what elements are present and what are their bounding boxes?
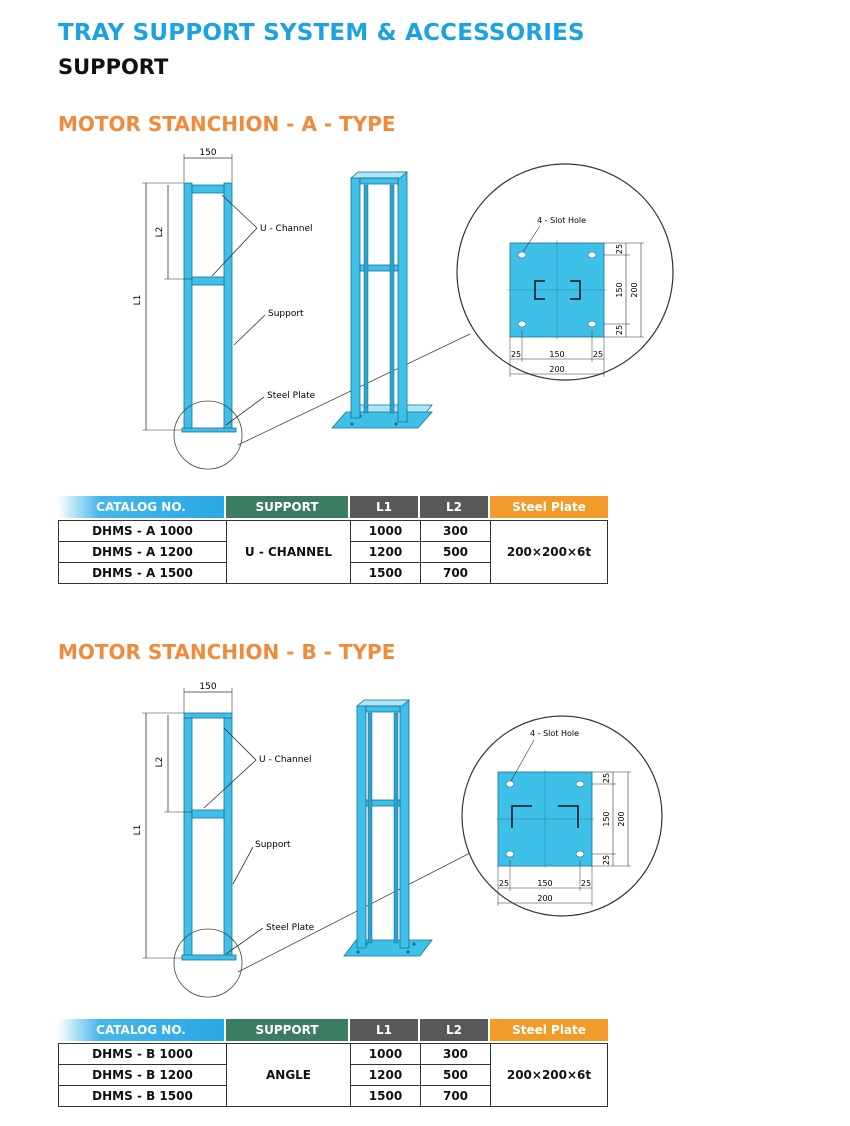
steel-plate-cell: 200×200×6t <box>506 1068 592 1082</box>
header-l1: L1 <box>350 1019 418 1041</box>
table-row: DHMS - B 1000 <box>92 1047 193 1061</box>
table-body: DHMS - B 1000 DHMS - B 1200 DHMS - B 150… <box>58 1043 608 1107</box>
dim-150-vertical: 150 <box>615 282 624 297</box>
dim-150-horizontal: 150 <box>549 350 564 359</box>
dim-200-vertical: 200 <box>617 811 626 826</box>
header-support: SUPPORT <box>226 496 348 518</box>
front-view-a: 150 L1 L2 U - Channel Support Steel Plat… <box>133 148 471 470</box>
header-catalog: CATALOG NO. <box>58 496 224 518</box>
table-row: DHMS - B 1500 <box>92 1089 193 1103</box>
dim-25-top: 25 <box>602 773 611 783</box>
steel-plate-cell: 200×200×6t <box>506 545 592 559</box>
dim-25-bottom: 25 <box>615 325 624 335</box>
dim-25-top: 25 <box>615 244 624 254</box>
table-row: DHMS - A 1500 <box>92 566 193 580</box>
l1-cell: 1500 <box>368 566 403 580</box>
l1-cell: 1200 <box>368 545 403 559</box>
l1-label: L1 <box>133 295 143 306</box>
l1-cell: 1500 <box>368 1089 403 1103</box>
header-steel-plate: Steel Plate <box>490 496 608 518</box>
table-body: DHMS - A 1000 DHMS - A 1200 DHMS - A 150… <box>58 520 608 584</box>
header-l2: L2 <box>420 496 488 518</box>
iso-view-b <box>343 699 433 957</box>
l2-cell: 500 <box>442 545 469 559</box>
plate-detail-b: 4 - Slot Hole 25 150 200 25 25 150 25 20… <box>461 715 663 917</box>
dim-200-horizontal: 200 <box>537 894 552 903</box>
stanchion-a-diagram: 150 L1 L2 U - Channel Support Steel Plat… <box>133 148 674 470</box>
u-channel-label: U - Channel <box>259 755 312 765</box>
dim-200-vertical: 200 <box>630 282 639 297</box>
dim-150-vertical: 150 <box>602 811 611 826</box>
support-type-cell: ANGLE <box>265 1068 312 1082</box>
l2-cell: 300 <box>442 1047 469 1061</box>
l2-cell: 700 <box>442 1089 469 1103</box>
header-steel-plate: Steel Plate <box>490 1019 608 1041</box>
table-row: DHMS - B 1200 <box>92 1068 193 1082</box>
table-row: DHMS - A 1000 <box>92 524 193 538</box>
section-title-b: MOTOR STANCHION - B - TYPE <box>58 640 396 664</box>
slot-hole-label: 4 - Slot Hole <box>530 729 579 738</box>
page-title: TRAY SUPPORT SYSTEM & ACCESSORIES <box>58 20 585 46</box>
iso-view-a <box>331 171 433 429</box>
l2-label: L2 <box>155 757 165 768</box>
steel-plate-label: Steel Plate <box>267 391 316 401</box>
slot-hole-label: 4 - Slot Hole <box>537 216 586 225</box>
l1-label: L1 <box>133 825 143 836</box>
l1-cell: 1000 <box>368 524 403 538</box>
header-catalog: CATALOG NO. <box>58 1019 224 1041</box>
support-label: Support <box>255 840 291 850</box>
dim-25-bottom: 25 <box>602 855 611 865</box>
section-title-a: MOTOR STANCHION - A - TYPE <box>58 112 396 136</box>
stanchion-b-diagram: 150 L1 L2 U - Channel Support Steel Plat… <box>133 682 663 998</box>
l1-cell: 1000 <box>368 1047 403 1061</box>
width-dim-label: 150 <box>199 682 216 692</box>
l2-cell: 300 <box>442 524 469 538</box>
dim-25-left: 25 <box>499 879 509 888</box>
header-support: SUPPORT <box>226 1019 348 1041</box>
support-type-cell: U - CHANNEL <box>244 545 333 559</box>
steel-plate-label: Steel Plate <box>266 923 315 933</box>
plate-detail-a: 4 - Slot Hole 25 150 200 25 25 150 25 20… <box>456 163 674 381</box>
l2-cell: 700 <box>442 566 469 580</box>
header-l1: L1 <box>350 496 418 518</box>
l2-cell: 500 <box>442 1068 469 1082</box>
front-view-b: 150 L1 L2 U - Channel Support Steel Plat… <box>133 682 473 998</box>
dim-200-horizontal: 200 <box>549 365 564 374</box>
catalog-table-b: CATALOG NO. SUPPORT L1 L2 Steel Plate DH… <box>58 1019 608 1109</box>
dim-25-right: 25 <box>593 350 603 359</box>
dim-150-horizontal: 150 <box>537 879 552 888</box>
dim-25-left: 25 <box>511 350 521 359</box>
support-label: Support <box>268 309 304 319</box>
header-l2: L2 <box>420 1019 488 1041</box>
u-channel-label: U - Channel <box>260 224 313 234</box>
page-subtitle: SUPPORT <box>58 55 169 79</box>
table-row: DHMS - A 1200 <box>92 545 193 559</box>
l2-label: L2 <box>155 227 165 238</box>
catalog-table-a: CATALOG NO. SUPPORT L1 L2 Steel Plate DH… <box>58 496 608 586</box>
width-dim-label: 150 <box>199 148 216 158</box>
l1-cell: 1200 <box>368 1068 403 1082</box>
dim-25-right: 25 <box>581 879 591 888</box>
